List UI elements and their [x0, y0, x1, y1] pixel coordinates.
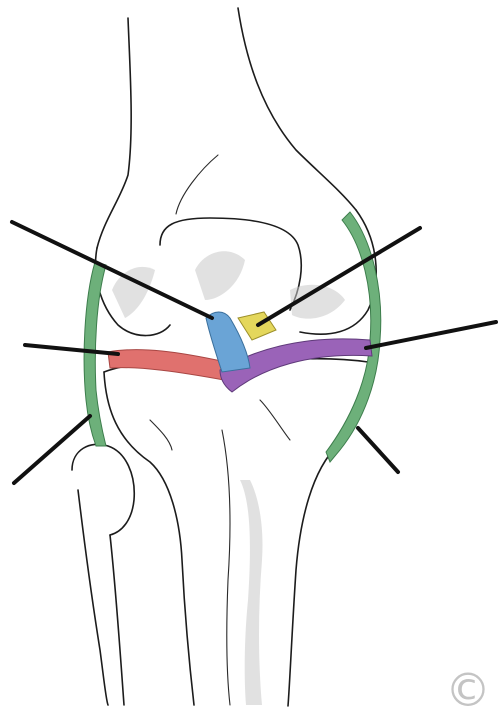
pointer-pcl — [258, 228, 420, 325]
patellar-surface — [176, 155, 218, 214]
femur — [96, 8, 377, 336]
pointer-medial-collateral — [358, 428, 398, 472]
femur-shaft-left-edge — [97, 18, 131, 248]
tibia-left-edge — [104, 372, 194, 705]
pointer-lateral-collateral — [14, 416, 90, 483]
tibial-tuberosity — [222, 430, 230, 705]
pointer-transverse-ligament — [25, 345, 118, 354]
fibula-shaft — [78, 490, 124, 705]
pointer-meniscus — [366, 322, 496, 348]
medial-collateral-ligament — [326, 212, 381, 462]
pointer-lines — [12, 222, 496, 483]
pointer-acl — [12, 222, 212, 318]
transverse-ligament — [108, 350, 226, 380]
femur-shaft-right-edge — [238, 8, 356, 210]
fibula — [72, 444, 134, 705]
tibia-shading — [240, 480, 263, 705]
tibia-surface-detail — [150, 400, 290, 450]
copyright-mark: © — [445, 663, 491, 711]
tibia — [104, 359, 369, 706]
notch-shading — [195, 251, 245, 300]
